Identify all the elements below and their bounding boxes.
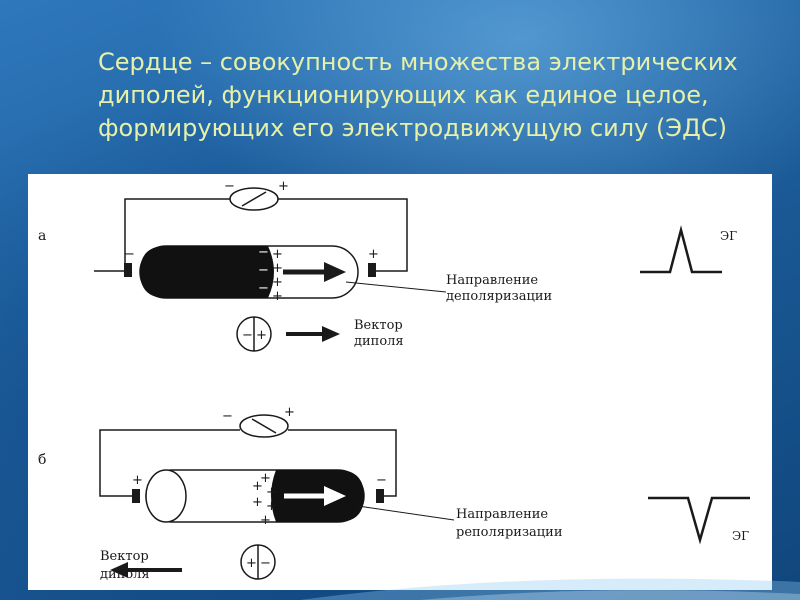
galvanometer-a-plus: +	[278, 179, 289, 194]
panel-depolarization: а − + − + + + + + −	[38, 179, 737, 352]
galvanometer-b-needle	[251, 418, 277, 434]
galvanometer-a: − +	[224, 179, 289, 211]
galvanometer-b-plus: +	[284, 405, 295, 420]
svg-text:+: +	[256, 328, 267, 343]
svg-text:−: −	[260, 556, 271, 571]
label-b-process-line2: реполяризации	[456, 525, 562, 540]
eg-trace-b	[648, 496, 750, 545]
fiber-b-direction-arrow	[284, 486, 346, 506]
label-b-leader	[357, 505, 455, 521]
label-b-process-line1: Направление	[456, 507, 548, 522]
svg-text:+: +	[272, 261, 283, 276]
svg-text:−: −	[258, 263, 269, 278]
svg-text:+: +	[266, 499, 277, 514]
svg-text:−: −	[258, 245, 269, 260]
vector-b-line1: Вектор	[100, 549, 149, 564]
electrode-a-right-sign: +	[368, 247, 379, 262]
label-a-process-line1: Направление	[446, 273, 538, 288]
svg-text:+: +	[266, 485, 277, 500]
svg-text:+: +	[260, 513, 271, 528]
electrode-b-left	[132, 489, 140, 503]
fiber-b-end-cap	[145, 469, 187, 523]
eg-trace-a	[640, 225, 722, 274]
svg-text:+: +	[246, 556, 257, 571]
label-a-leader	[345, 281, 447, 293]
vector-a-line1: Вектор	[354, 318, 403, 333]
electrode-b-right	[376, 489, 384, 503]
fiber-a-depolarized-zone	[140, 246, 274, 298]
svg-text:+: +	[272, 275, 283, 290]
svg-text:+: +	[272, 247, 283, 262]
circuit-wire-b	[99, 429, 397, 497]
electrode-a-right	[368, 263, 376, 277]
vector-a-line2: диполя	[354, 334, 404, 349]
galvanometer-b: − +	[222, 405, 295, 438]
dipole-vector-b: + −	[110, 544, 276, 580]
svg-text:+: +	[252, 479, 263, 494]
galvanometer-a-minus: −	[224, 179, 235, 194]
galvanometer-b-minus: −	[222, 409, 233, 424]
svg-text:−: −	[242, 328, 253, 343]
panel-b-letter: б	[38, 452, 46, 468]
slide-title: Сердце – совокупность множества электрич…	[98, 48, 738, 142]
svg-text:+: +	[252, 495, 263, 510]
svg-text:+: +	[260, 471, 271, 486]
svg-text:+: +	[272, 289, 283, 304]
dipole-vector-a: − +	[236, 316, 340, 352]
circuit-wire-a	[124, 198, 408, 272]
dipole-diagram: а − + − + + + + + −	[38, 179, 750, 582]
svg-text:−: −	[258, 281, 269, 296]
dipole-figure: а − + − + + + + + −	[28, 174, 772, 590]
fiber-b-front-charges: + + + + + +	[252, 471, 277, 528]
eg-label-a: ЭГ	[720, 229, 737, 243]
eg-label-b: ЭГ	[732, 529, 749, 543]
label-a-process-line2: деполяризации	[446, 289, 552, 304]
vector-b-line2: диполя	[100, 567, 150, 582]
electrode-b-left-sign: +	[132, 473, 143, 488]
fiber-a-front-charges: + + + + − − −	[258, 245, 283, 304]
panel-a-letter: а	[38, 228, 46, 244]
electrode-a-left-sign: −	[124, 247, 135, 262]
fiber-a-direction-arrow	[283, 262, 346, 282]
electrode-a-left	[124, 263, 132, 277]
electrode-b-right-sign: −	[376, 473, 387, 488]
panel-repolarization: б − + + − + + + + +	[38, 405, 750, 582]
galvanometer-a-needle	[241, 191, 267, 207]
slide-wave-decoration	[300, 578, 800, 600]
